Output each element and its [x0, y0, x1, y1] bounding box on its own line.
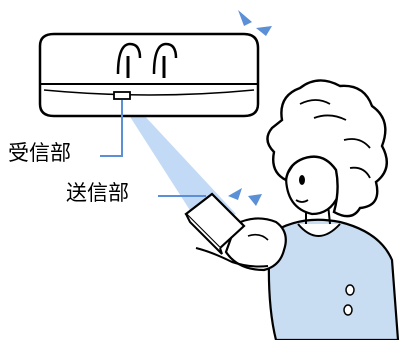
receiver-leader-line [100, 100, 123, 157]
air-conditioner-icon [38, 32, 260, 118]
sender-label: 送信部 [66, 181, 129, 205]
ir-beam [118, 98, 236, 226]
woman-icon [195, 79, 400, 340]
remote-control-icon [184, 192, 246, 255]
signal-sparkle-icon [228, 10, 272, 206]
receiver-label: 受信部 [8, 141, 71, 165]
receiver-window [113, 91, 131, 100]
